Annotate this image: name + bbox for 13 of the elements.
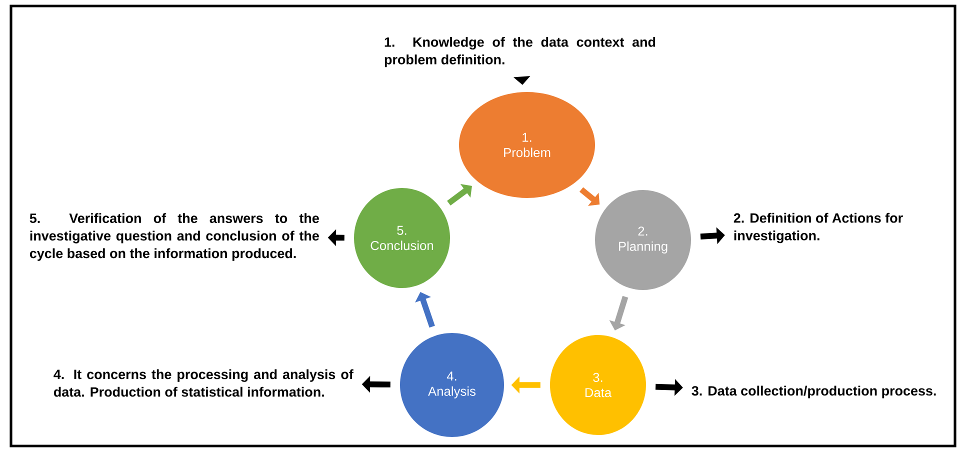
block-arrow bbox=[415, 292, 435, 328]
circle-node: 5. Conclusion bbox=[354, 188, 450, 288]
block-arrow bbox=[579, 187, 600, 206]
description-text: 2. Definition of Actions for investigation. bbox=[734, 212, 903, 244]
circle-node: 2. Planning bbox=[595, 190, 691, 290]
description-text: 1. Knowledge of the data context and problem definition. bbox=[384, 36, 656, 68]
description-text: 3. Data collection/production process. bbox=[692, 386, 936, 398]
block-arrow bbox=[447, 184, 472, 206]
description-text: 4. It concerns the processing and analysis of data. Production of statistical information. bbox=[54, 369, 354, 397]
description-text: 5. Verification of the answers to the investigative question and conclusion of the cycle based on the information produced. bbox=[30, 213, 319, 261]
circle-node: 3. Data bbox=[550, 335, 646, 435]
circle-node: 1. Problem bbox=[459, 92, 595, 198]
circle-node: 4. Analysis bbox=[400, 333, 504, 437]
